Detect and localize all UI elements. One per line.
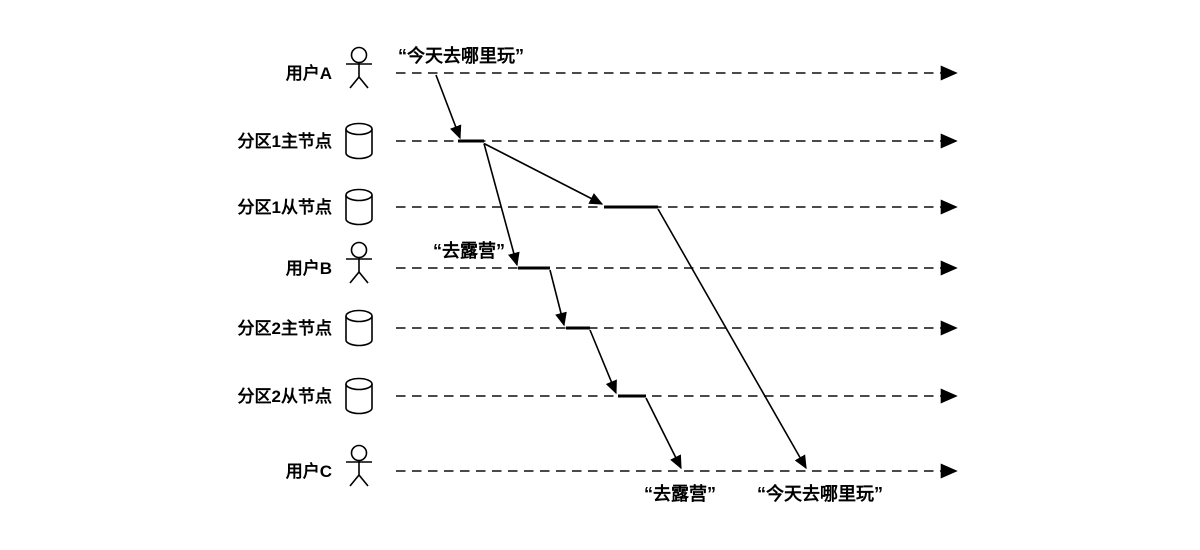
row-partition1-follower: 分区1从节点 bbox=[238, 188, 958, 226]
arrow-p1leader-to-userb bbox=[483, 143, 520, 267]
row-label-partition2-follower: 分区2从节点 bbox=[238, 386, 332, 406]
row-label-partition1-leader: 分区1主节点 bbox=[238, 131, 332, 151]
database-icon bbox=[345, 309, 373, 347]
row-user-b: 用户B bbox=[286, 241, 958, 284]
row-partition1-leader: 分区1主节点 bbox=[238, 122, 958, 160]
person-icon bbox=[346, 444, 372, 487]
row-label-partition2-leader: 分区2主节点 bbox=[238, 318, 332, 338]
message-label-userc-reply: “去露营” bbox=[644, 483, 716, 504]
row-partition2-follower: 分区2从节点 bbox=[238, 377, 958, 415]
arrow-p2follower-to-userc bbox=[645, 397, 682, 470]
database-icon bbox=[345, 188, 373, 226]
row-label-user-a: 用户A bbox=[286, 63, 332, 83]
database-icon bbox=[345, 377, 373, 415]
message-labels: “今天去哪里玩” “去露营” “去露营” “今天去哪里玩” bbox=[398, 45, 883, 504]
row-label-user-b: 用户B bbox=[286, 258, 332, 278]
person-icon bbox=[346, 46, 372, 89]
message-arrows bbox=[435, 74, 807, 470]
message-label-usera-query: “今天去哪里玩” bbox=[398, 45, 524, 66]
row-label-user-c: 用户C bbox=[286, 461, 332, 481]
database-icon bbox=[345, 122, 373, 160]
person-icon bbox=[346, 241, 372, 284]
message-label-userc-query: “今天去哪里玩” bbox=[757, 483, 883, 504]
arrow-p1leader-to-p1follower bbox=[483, 142, 604, 205]
arrow-userb-to-p2leader bbox=[549, 269, 567, 327]
row-user-c: 用户C bbox=[286, 444, 958, 487]
arrow-usera-to-p1leader bbox=[435, 74, 462, 140]
arrow-p1follower-to-userc bbox=[657, 208, 807, 470]
row-user-a: 用户A bbox=[286, 46, 958, 89]
row-label-partition1-follower: 分区1从节点 bbox=[238, 197, 332, 217]
row-partition2-leader: 分区2主节点 bbox=[238, 309, 958, 347]
arrow-p2leader-to-p2follower bbox=[589, 329, 617, 395]
message-label-userb-reply: “去露营” bbox=[433, 240, 505, 261]
